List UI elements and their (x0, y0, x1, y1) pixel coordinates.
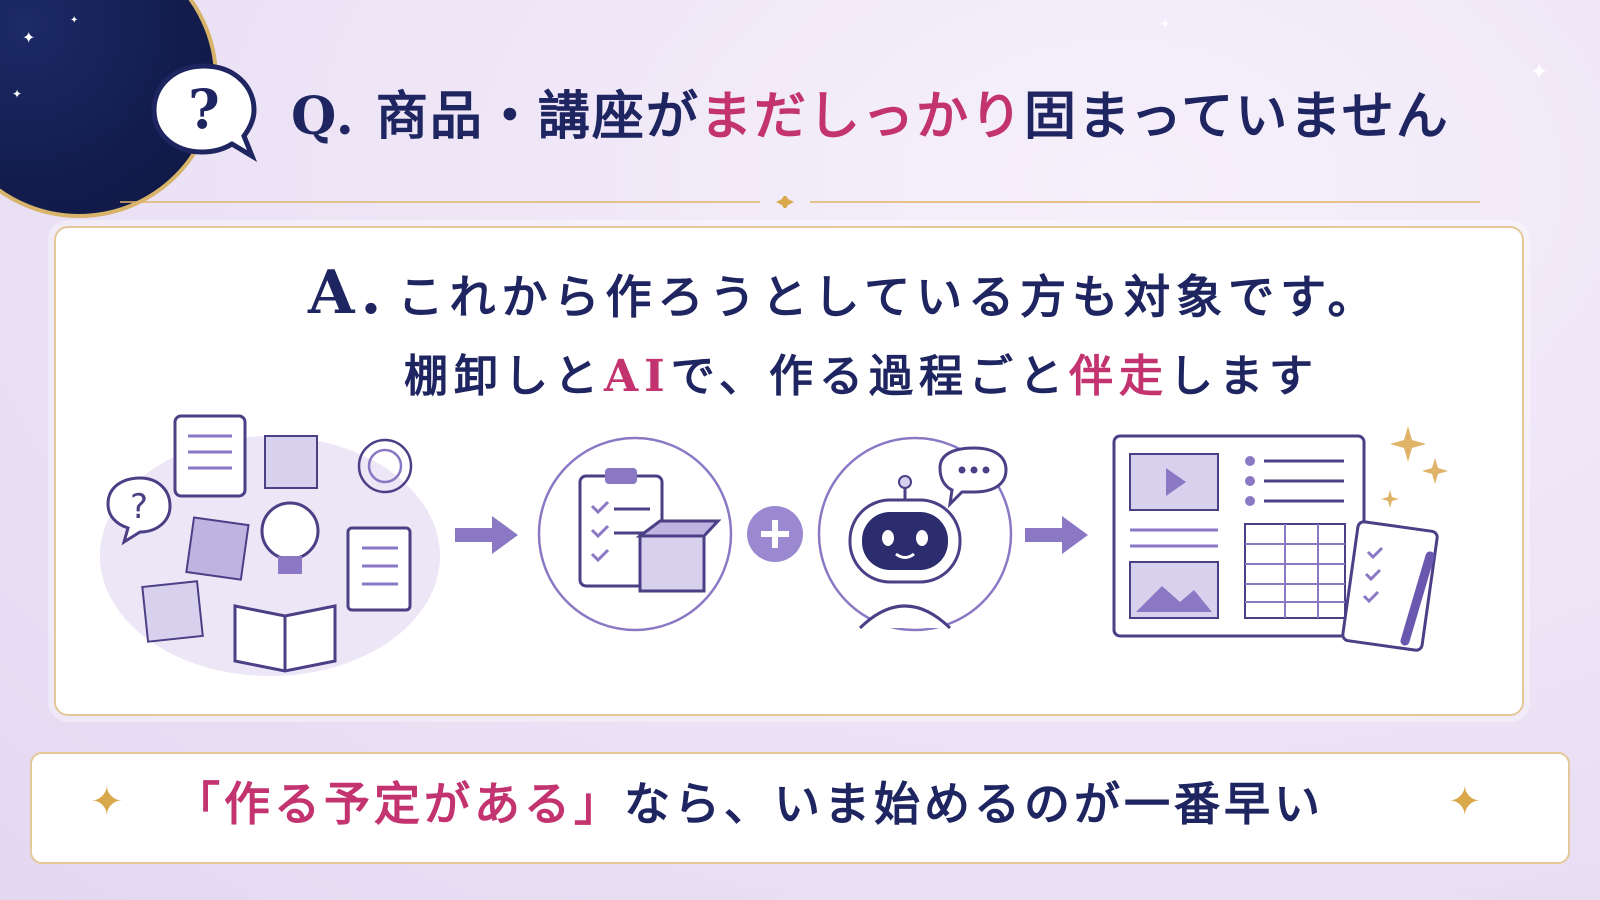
answer-prefix: A. (308, 258, 388, 328)
course-materials-icon (1112, 426, 1448, 652)
process-illustration: ? (100, 414, 1448, 676)
sparkle-icon: ✦ (22, 28, 36, 47)
question-title: Q. 商品・講座がまだしっかり固まっていません (291, 74, 1450, 149)
answer-line2-b: で、作る過程ごと (670, 351, 1069, 402)
answer-line2-a: 棚卸しと (404, 351, 604, 402)
bottom-rest: なら、いま始めるのが一番早い (624, 777, 1324, 831)
question-prefix: Q. (291, 86, 356, 147)
sparkle-icon: ✦ (12, 87, 23, 101)
sparkle-icon: ✦ (1448, 779, 1482, 825)
question-bubble-glyph: ? (188, 77, 220, 141)
bottom-quote: 「作る予定がある」 (174, 777, 624, 831)
question-bubble-icon: ? (151, 63, 258, 162)
robot-chat-icon (817, 436, 1013, 632)
clipboard-box-icon (537, 436, 733, 632)
answer-line2-hl1: AI (604, 351, 671, 402)
arrow-right-icon (1025, 516, 1088, 554)
sparkle-icon: ✦ (90, 779, 124, 825)
answer-line1-text: これから作ろうとしている方も対象です。 (397, 270, 1380, 324)
plus-icon (747, 506, 803, 562)
question-row: ? Q. 商品・講座がまだしっかり固まっていません (146, 58, 1506, 168)
ideas-cluster-icon: ? (100, 414, 440, 676)
question-text-highlight: まだしっかり (699, 86, 1024, 147)
question-text-after: 固まっていません (1023, 86, 1450, 147)
bottom-banner (30, 752, 1570, 864)
question-text-before: 商品・講座が (375, 86, 700, 147)
bottom-message: 「作る予定がある」なら、いま始めるのが一番早い (174, 768, 1324, 834)
arrow-right-icon (455, 516, 518, 554)
sparkle-icon: ✦ (1530, 60, 1549, 85)
title-divider (120, 196, 1480, 208)
answer-line2-c: します (1168, 351, 1319, 402)
answer-line2-hl2: 伴走 (1068, 351, 1169, 402)
sparkle-icon: ✦ (70, 15, 79, 26)
answer-line-2: 棚卸しとAIで、作る過程ごと伴走します (404, 340, 1319, 404)
svg-text:?: ? (130, 487, 148, 527)
sparkle-icon: ✦ (1160, 17, 1171, 31)
answer-line-1: A.これから作ろうとしている方も対象です。 (308, 258, 1379, 328)
